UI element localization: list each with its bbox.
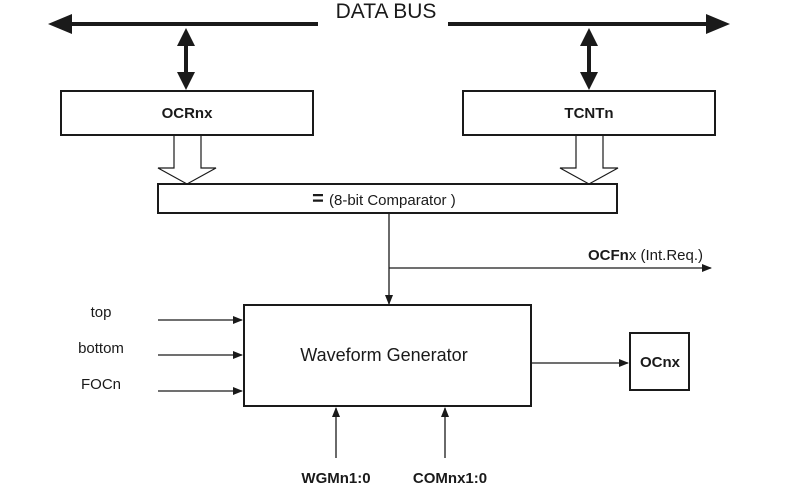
input-focn: FOCn [81,376,243,395]
waveform-generator-label: Waveform Generator [300,345,467,365]
input-bottom-label: bottom [78,340,124,357]
ocnx-label: OCnx [640,354,681,371]
comparator-label: (8-bit Comparator ) [329,192,456,209]
ocnx-block: OCnx [629,332,690,391]
tcnt-register-label: TCNTn [564,105,613,122]
input-focn-label: FOCn [81,376,121,393]
data-bus: DATA BUS [48,0,730,34]
ocr-register-block: OCRnx [60,90,314,136]
ocr-register-label: OCRnx [162,105,213,122]
input-top-label: top [91,304,112,321]
tcnt-to-comparator-arrow [559,136,619,185]
ocf-interrupt-label-bold: OCFn [588,247,629,264]
tcnt-register-block: TCNTn [462,90,716,136]
tcnt-bus-connector [580,28,598,90]
data-bus-label: DATA BUS [336,0,437,23]
ocf-interrupt-label: OCFnx (Int.Req.) [588,247,703,264]
ocf-interrupt-label-rest: x (Int.Req.) [629,247,703,264]
data-bus-right-arrowhead [706,14,730,34]
data-bus-left-arrowhead [48,14,72,34]
input-top: top [91,304,243,324]
ocr-to-comparator-arrow [157,136,217,185]
com-input: COMnx1:0 [413,407,487,487]
waveform-generator-block: Waveform Generator [243,304,532,407]
wgm-input: WGMn1:0 [301,407,371,487]
comparator-symbol: = [312,188,324,210]
input-bottom: bottom [78,340,243,359]
com-input-label: COMnx1:0 [413,470,487,487]
ocr-bus-connector [177,28,195,90]
comparator-block: = (8-bit Comparator ) [157,183,618,214]
wgm-input-label: WGMn1:0 [301,470,370,487]
